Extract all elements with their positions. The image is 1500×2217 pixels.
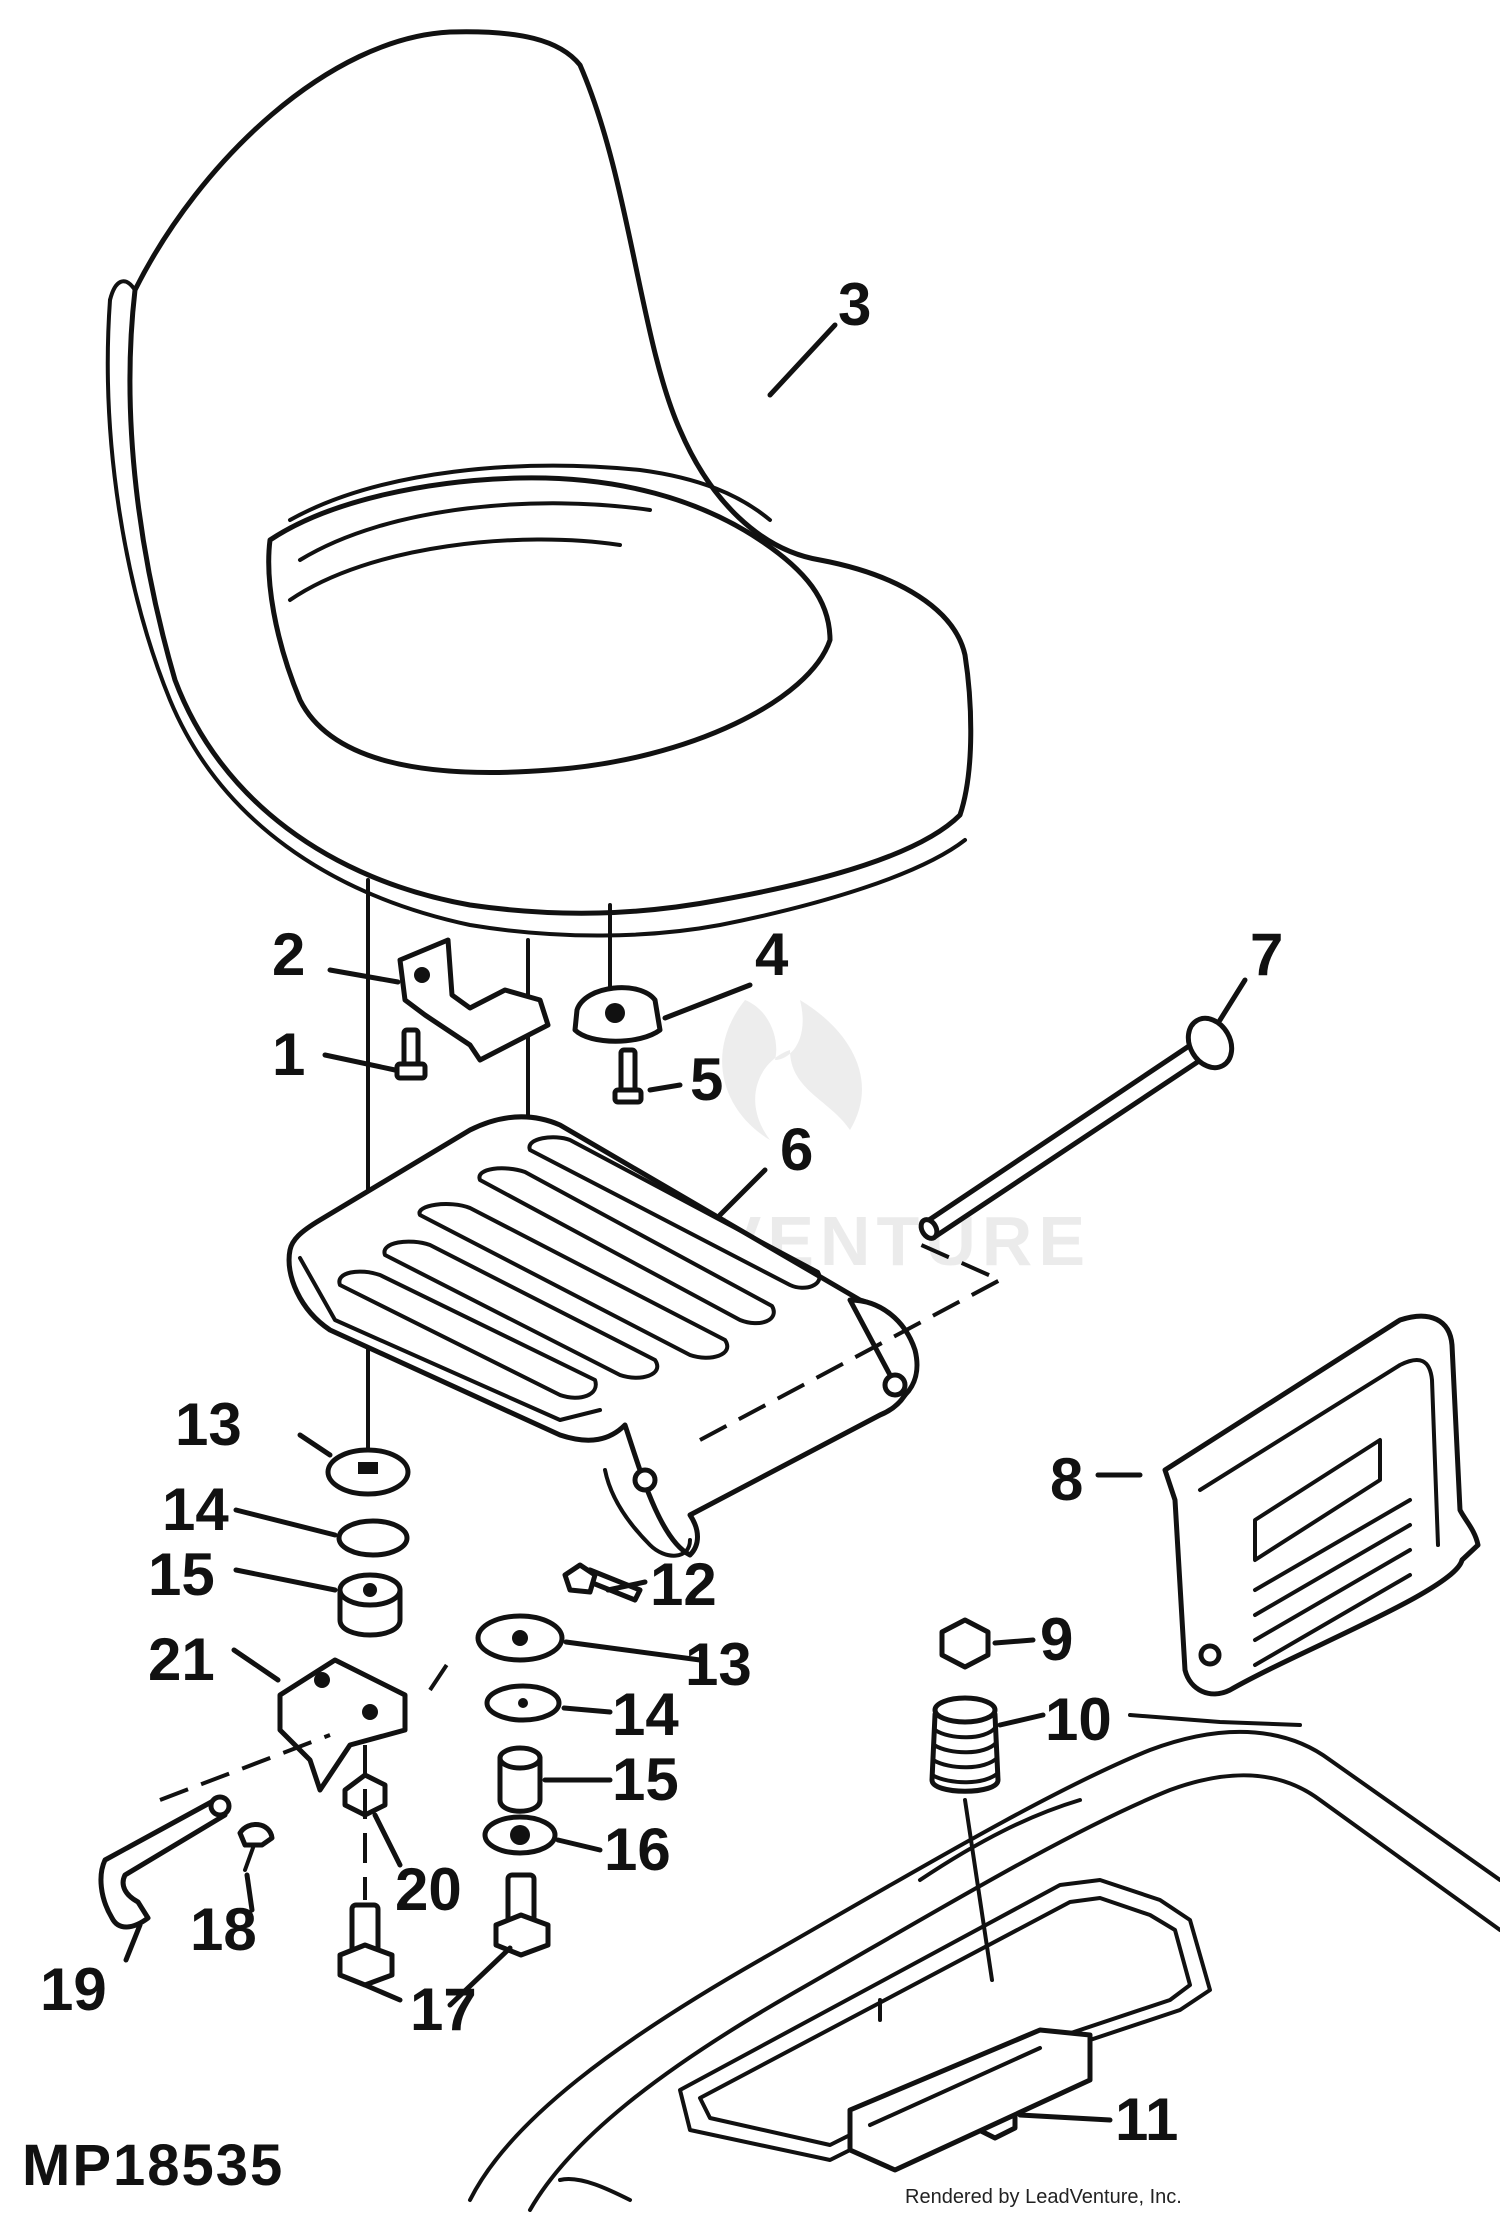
callout-21: 21	[148, 1626, 215, 1693]
leader-lines	[123, 322, 1248, 2123]
callout-11: 11	[1115, 2086, 1178, 2153]
rubber-washer-13-left	[325, 1447, 411, 1497]
screw-small	[612, 1047, 644, 1105]
mounting-bracket	[277, 1657, 408, 1793]
callout-14-left: 14	[162, 1476, 229, 1543]
callout-5: 5	[690, 1046, 723, 1113]
spring-rod	[963, 1798, 994, 1982]
l-pin	[98, 1794, 232, 1930]
callout-14-right: 14	[612, 1681, 679, 1748]
callout-12: 12	[650, 1551, 717, 1618]
seat	[105, 29, 974, 938]
fender-body	[468, 1713, 1500, 2212]
callout-13-right: 13	[685, 1631, 752, 1698]
callout-15-left: 15	[148, 1541, 215, 1608]
callout-labels: 3 2 1 4 5 6 7 8 9 10 11 12 13 13 14 14 1…	[40, 271, 1283, 2153]
callout-8: 8	[1050, 1446, 1083, 1513]
spring	[929, 1695, 1001, 1794]
washer-14-right	[484, 1683, 562, 1723]
callout-4: 4	[755, 921, 789, 988]
bushing-15-left	[337, 1572, 403, 1638]
bracket	[397, 937, 551, 1063]
dashed-axis-21	[428, 1658, 452, 1692]
rear-panel	[1162, 1313, 1481, 1697]
washer-16	[482, 1814, 558, 1856]
callout-3: 3	[838, 271, 871, 338]
clamp-nut	[572, 985, 663, 1044]
clip-pin	[237, 1822, 275, 1872]
callout-6: 6	[780, 1116, 813, 1183]
pivot-axis-dashed	[699, 1238, 1005, 1442]
callout-20: 20	[395, 1856, 462, 1923]
nut-9	[939, 1617, 991, 1670]
credit-text: Rendered by LeadVenture, Inc.	[905, 2186, 1182, 2208]
callout-15-right: 15	[612, 1746, 679, 1813]
cap-screw-17-left	[337, 1902, 395, 1988]
callout-2: 2	[272, 921, 305, 988]
cap-screw-17-right	[493, 1872, 551, 1958]
callout-16: 16	[604, 1816, 671, 1883]
callout-13-left: 13	[175, 1391, 242, 1458]
callout-9: 9	[1040, 1606, 1073, 1673]
callout-1: 1	[272, 1021, 305, 1088]
callout-10: 10	[1045, 1686, 1112, 1753]
callout-19: 19	[40, 1956, 107, 2023]
callout-17: 17	[410, 1976, 477, 2043]
callout-18: 18	[190, 1896, 257, 1963]
figure-id: MP18535	[22, 2133, 284, 2198]
screw-12	[562, 1562, 643, 1603]
washer-14-left	[336, 1518, 410, 1558]
rubber-washer-13-right	[475, 1613, 565, 1663]
screw	[394, 1027, 428, 1081]
dashed-axis-pin	[159, 1733, 331, 1802]
pivot-rod	[918, 1015, 1235, 1241]
seat-pan	[286, 1114, 920, 1558]
seat-pan-slots	[337, 1135, 822, 1400]
bushing-15-right	[497, 1745, 543, 1814]
callout-7: 7	[1250, 921, 1283, 988]
